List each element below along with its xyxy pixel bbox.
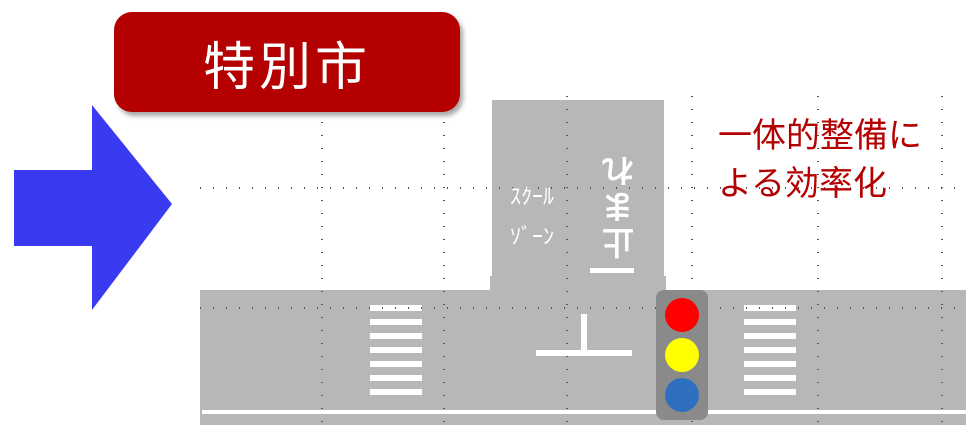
traffic-light-icon: [656, 290, 708, 420]
right-arrow-icon: [14, 105, 172, 310]
center-line: [590, 268, 634, 273]
school-zone-marking: ｽｸｰﾙ ｿﾞｰﾝ: [510, 178, 590, 258]
stop-marking: 止まれ: [602, 151, 635, 261]
t-marking: [536, 314, 632, 356]
title-text: 特別市: [202, 37, 371, 98]
caption-line-2: よる効率化: [718, 164, 887, 204]
yellow-lamp: [665, 338, 699, 372]
caption-line-1: 一体的整備に: [718, 116, 922, 156]
red-lamp: [665, 298, 699, 332]
blue-lamp: [665, 378, 699, 412]
caption: 一体的整備に よる効率化: [718, 112, 966, 208]
title-badge: 特別市: [114, 12, 460, 112]
school-zone-line-1: ｽｸｰﾙ: [510, 185, 555, 210]
main-road: [200, 290, 966, 425]
road-edge-lines: [202, 100, 966, 414]
school-zone-line-2: ｿﾞｰﾝ: [510, 225, 555, 250]
side-road: [490, 100, 666, 290]
crosswalk-right: [744, 305, 796, 395]
